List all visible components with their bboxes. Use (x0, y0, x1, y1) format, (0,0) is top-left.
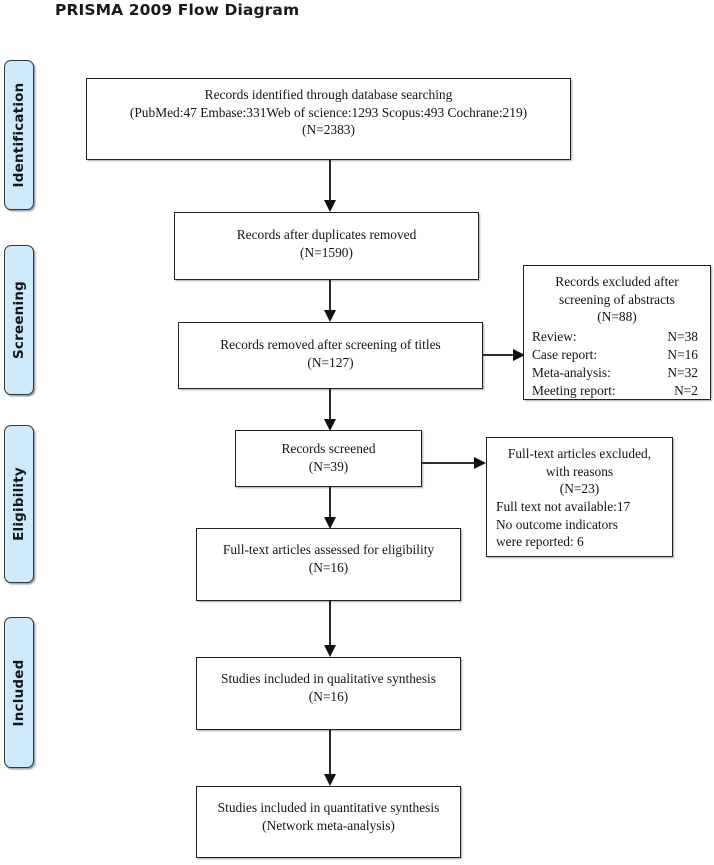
box-qualitative-synthesis-line1: Studies included in qualitative synthesi… (221, 671, 436, 686)
connector-duplicates-to-titles (324, 280, 336, 322)
box-records-screened-line1: Records screened (281, 441, 376, 456)
reason-label: Case report: (532, 347, 598, 362)
reason-value: N=38 (667, 329, 698, 344)
box-qualitative-synthesis-line2: (N=16) (308, 688, 349, 704)
stage-tab-included-label: Included (11, 659, 27, 726)
box-quantitative-synthesis-line2: (Network meta-analysis) (262, 817, 395, 833)
reason-line: Full text not available:17 (496, 499, 631, 514)
box-fulltext-assessed-line2: (N=16) (308, 559, 349, 575)
box-abstracts-excluded: Records excluded after screening of abst… (523, 265, 711, 400)
reason-value: N=16 (667, 347, 698, 362)
reason-label: Meta-analysis: (532, 365, 611, 380)
table-row: Case report: N=16 (532, 346, 704, 364)
stage-tab-identification-label: Identification (11, 82, 27, 188)
box-duplicates-removed: Records after duplicates removed (N=1590… (174, 212, 479, 280)
connector-qualitative-to-quantitative (324, 730, 336, 786)
box-records-identified-line3: (N=2383) (302, 122, 355, 137)
stage-tab-screening-label: Screening (11, 280, 27, 360)
connector-identified-to-duplicates (324, 160, 336, 212)
table-row: Meta-analysis: N=32 (532, 364, 704, 382)
reason-label: Meeting report: (532, 383, 616, 398)
stage-tab-identification[interactable]: Identification (4, 60, 34, 210)
box-fulltext-assessed-line1: Full-text articles assessed for eligibil… (222, 542, 435, 557)
box-records-identified-line2: (PubMed:47 Embase:331Web of science:1293… (129, 104, 528, 120)
box-quantitative-synthesis: Studies included in quantitative synthes… (196, 786, 461, 858)
reason-value: N=32 (667, 365, 698, 380)
box-records-identified-line1: Records identified through database sear… (204, 87, 453, 102)
connector-screened-to-fulltext-excluded (422, 457, 486, 469)
box-abstracts-excluded-line3: (N=88) (597, 309, 637, 324)
box-quantitative-synthesis-line1: Studies included in quantitative synthes… (217, 800, 440, 815)
connector-titles-to-screened (324, 389, 336, 431)
abstracts-excluded-reason-table: Review: N=38 Case report: N=16 Meta-anal… (532, 328, 704, 400)
box-qualitative-synthesis: Studies included in qualitative synthesi… (196, 657, 461, 730)
box-fulltext-excluded-line1: Full-text articles excluded, (507, 446, 652, 461)
box-fulltext-excluded-line3: (N=23) (559, 481, 600, 496)
box-fulltext-excluded: Full-text articles excluded, with reason… (486, 437, 673, 557)
stage-tab-screening[interactable]: Screening (4, 245, 34, 395)
box-duplicates-removed-line2: (N=1590) (300, 244, 353, 260)
box-titles-removed-line1: Records removed after screening of title… (220, 337, 441, 352)
box-fulltext-excluded-line2: with reasons (545, 463, 614, 479)
box-records-screened-line2: (N=39) (308, 458, 349, 474)
stage-tab-eligibility[interactable]: Eligibility (4, 425, 34, 583)
connector-titles-to-abstracts-excluded (483, 349, 525, 361)
box-titles-removed: Records removed after screening of title… (178, 322, 483, 389)
reason-line: No outcome indicators (496, 516, 618, 532)
table-row: Review: N=38 (532, 328, 704, 346)
box-duplicates-removed-line1: Records after duplicates removed (236, 227, 417, 242)
page-title: PRISMA 2009 Flow Diagram (55, 1, 300, 19)
fulltext-excluded-reason-lines: Full text not available:17 No outcome in… (496, 498, 666, 551)
box-abstracts-excluded-line1: Records excluded after (555, 274, 679, 289)
stage-tab-eligibility-label: Eligibility (11, 467, 27, 541)
reason-label: Review: (532, 329, 577, 344)
stage-tab-included[interactable]: Included (4, 617, 34, 768)
box-titles-removed-line2: (N=127) (307, 354, 354, 370)
table-row: Meeting report: N=2 (532, 382, 704, 400)
connector-assessed-to-qualitative (324, 601, 336, 657)
connector-screened-to-fulltext-assessed (324, 487, 336, 529)
box-records-screened: Records screened (N=39) (235, 430, 422, 487)
box-records-identified: Records identified through database sear… (86, 78, 571, 160)
box-fulltext-assessed: Full-text articles assessed for eligibil… (196, 528, 461, 601)
box-abstracts-excluded-line2: screening of abstracts (558, 291, 675, 307)
reason-value: N=2 (674, 383, 698, 398)
reason-line: were reported: 6 (496, 534, 584, 549)
